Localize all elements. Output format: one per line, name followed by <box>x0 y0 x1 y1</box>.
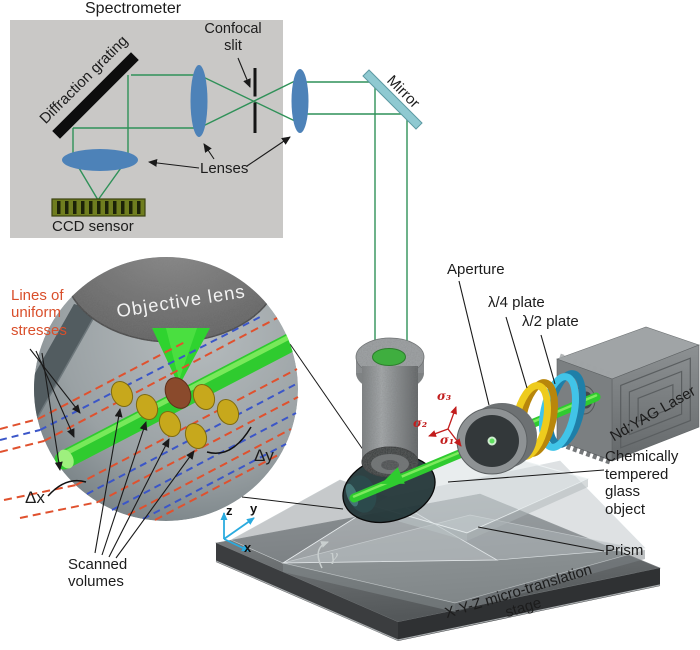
mirror <box>362 69 423 130</box>
diffraction-grating <box>52 52 139 139</box>
delta-x-arc <box>47 479 87 497</box>
delta-x-label: Δx <box>25 488 45 507</box>
coordinate-axes <box>220 512 255 552</box>
beam-direction-arrowhead <box>381 467 405 484</box>
sigma-3-label: σ₃ <box>437 389 452 403</box>
uniform-stress-label: Lines of uniform stresses <box>11 287 67 339</box>
callout-connectors <box>241 343 367 510</box>
objective-lens-cylinder <box>355 337 425 478</box>
scanned-volume <box>110 380 134 408</box>
confocal-slit <box>253 68 257 133</box>
delta-y-label: Δy <box>254 446 274 465</box>
axis-y-label: y <box>250 501 258 516</box>
annotation-lines <box>29 57 605 559</box>
scanned-volumes-group <box>110 380 240 450</box>
lens-group <box>62 65 309 171</box>
focal-volume <box>164 377 192 409</box>
scanned-volume <box>158 410 182 438</box>
axis-z-label: z <box>226 503 233 518</box>
ccd-sensor-label: CCD sensor <box>52 218 134 235</box>
glass-object-label: Chemically tempered glass object <box>605 448 679 518</box>
spectrometer-title: Spectrometer <box>85 0 182 17</box>
gamma-label: γ <box>329 547 338 565</box>
sigma-1-label: σ₁ <box>440 433 455 447</box>
aperture-label: Aperture <box>447 261 505 278</box>
confocal-slit-label: Confocal slit <box>204 21 262 54</box>
collimating-lens <box>190 65 208 137</box>
entrance-lens <box>291 69 309 133</box>
stress-lines-red <box>0 317 299 521</box>
scanned-volume <box>192 383 216 411</box>
sigma-2-label: σ₂ <box>413 416 428 430</box>
magnifier-inset <box>0 257 299 521</box>
delta-y-arc <box>206 426 252 454</box>
scanned-volume <box>135 393 159 421</box>
laser-heatsink-pattern <box>620 357 691 449</box>
beam-path <box>72 74 408 352</box>
scanned-volume <box>184 422 208 450</box>
ccd-sensor <box>51 198 146 217</box>
axis-x-label: x <box>244 540 252 555</box>
lenses-label: Lenses <box>200 160 249 177</box>
prism-label: Prism <box>605 542 644 559</box>
sigma-triad <box>428 406 462 447</box>
scanned-volumes-label: Scanned volumes <box>68 556 128 591</box>
aperture-disc <box>456 403 537 475</box>
quarter-wave-plate-label: λ/4 plate <box>488 294 545 311</box>
objective-entrance-pupil <box>372 348 406 366</box>
half-wave-plate-label: λ/2 plate <box>522 313 579 330</box>
scanned-volume <box>216 398 240 426</box>
focusing-lens <box>62 149 138 171</box>
gamma-rotation-arrow <box>317 541 329 569</box>
